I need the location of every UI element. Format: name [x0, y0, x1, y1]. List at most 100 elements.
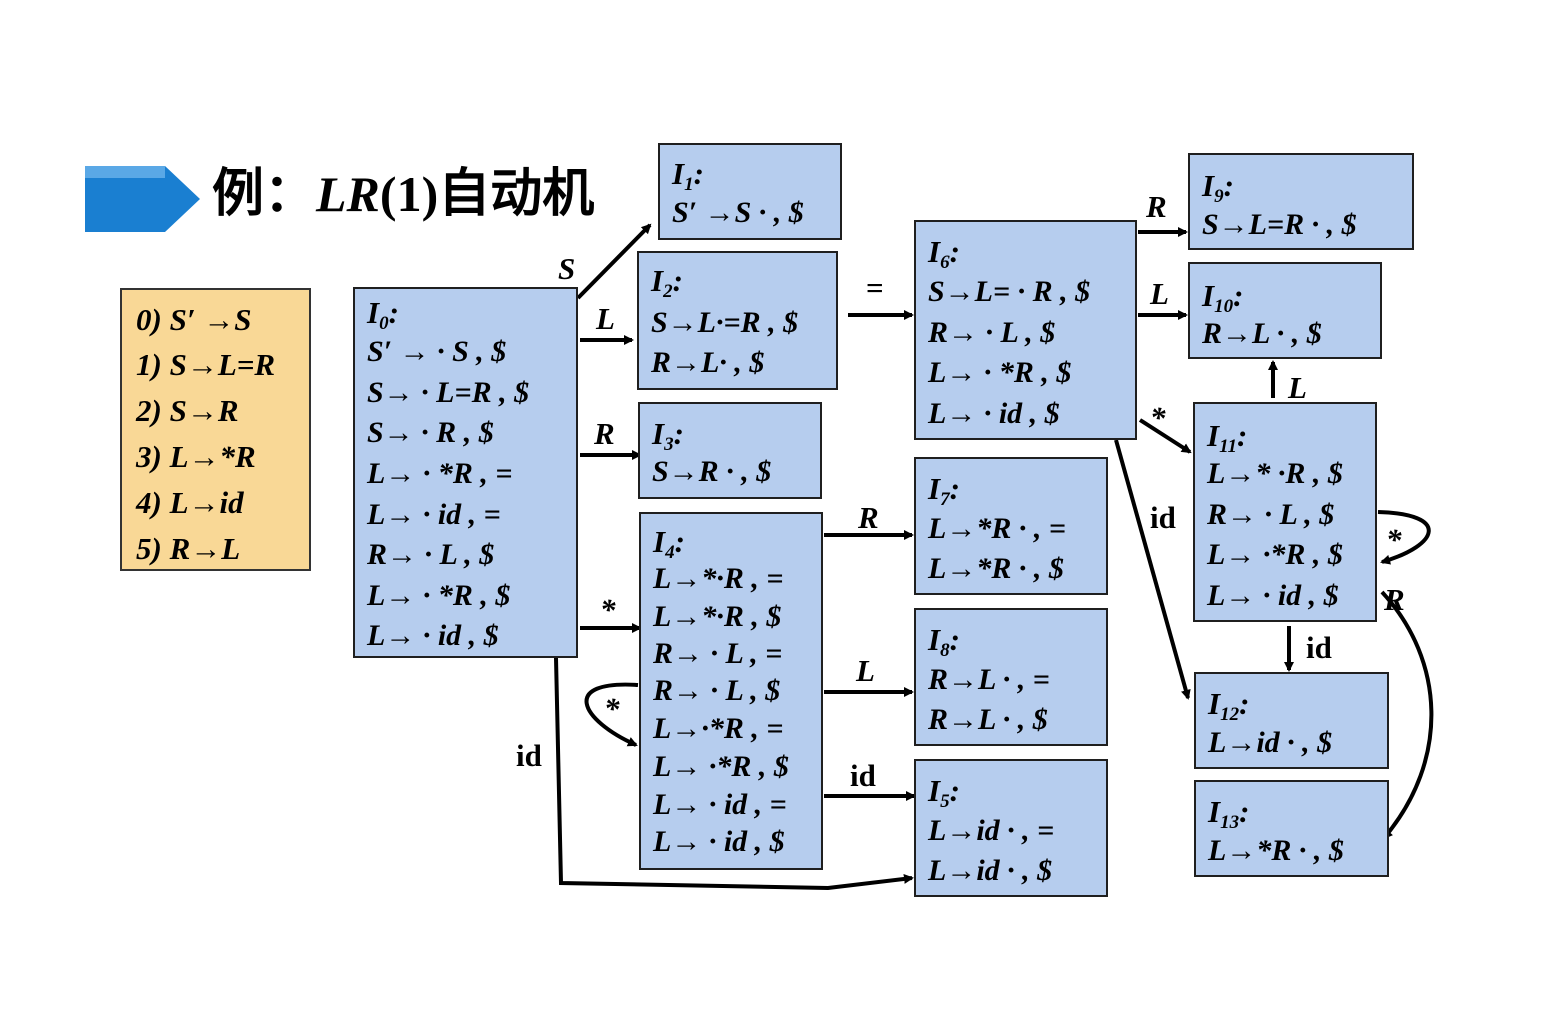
state-title: I4: [653, 524, 685, 563]
state-title: I10: [1202, 278, 1244, 317]
grammar-rule: 3) L→*R [136, 439, 256, 474]
state-title: I2: [651, 263, 683, 302]
edge-label: id [516, 738, 542, 773]
state-title: I3: [652, 416, 684, 455]
edge-label: L [856, 653, 875, 688]
lr-item: R→L · , $ [928, 703, 1048, 736]
state-title: I7: [928, 471, 960, 510]
lr-item: S→L= · R , $ [928, 275, 1091, 308]
grammar-rule: 4) L→id [136, 485, 244, 520]
lr-item: R→ · L , $ [928, 316, 1056, 349]
grammar-rule: 0) S′ →S [136, 302, 252, 337]
lr-item: L→ · id , $ [367, 619, 499, 652]
edge-i4-i4 [584, 682, 639, 747]
state-i12: I12: L→id · , $ [1194, 672, 1389, 769]
state-i6: I6: S→L= · R , $ R→ · L , $ L→ · *R , $ … [914, 220, 1137, 440]
edge-label: = [866, 270, 884, 305]
lr-item: L→id · , $ [1208, 726, 1333, 759]
lr-item: S→L=R · , $ [1202, 208, 1357, 241]
lr-item: L→ ·*R , $ [1207, 538, 1343, 571]
lr-item: L→ ·*R , $ [653, 750, 789, 783]
lr-item: R→ · L , $ [367, 538, 495, 571]
lr-item: L→*R · , $ [1208, 834, 1344, 867]
state-i13: I13: L→*R · , $ [1194, 780, 1389, 877]
edge-label: id [850, 758, 876, 793]
lr-item: L→*·R , $ [653, 600, 782, 633]
lr-item: L→ · id , = [367, 498, 501, 531]
lr-item: L→*·R , = [653, 562, 784, 595]
edge-label: id [1306, 630, 1332, 665]
lr-item: S→L·=R , $ [651, 306, 799, 339]
edge-i6-i11 [1138, 418, 1192, 454]
lr-item: L→ · id , $ [1207, 579, 1339, 612]
grammar-rule: 5) R→L [136, 531, 241, 566]
edge-label: * [1150, 400, 1166, 435]
state-i8: I8: R→L · , = R→L · , $ [914, 608, 1108, 746]
edge-i0-i5 [554, 657, 914, 891]
state-title: I8: [928, 622, 960, 661]
grammar-rule: 1) S→L=R [136, 347, 276, 382]
lr-item: L→ · *R , $ [367, 579, 511, 612]
edge-label: * [1386, 522, 1402, 557]
edge-i6-i12 [1114, 439, 1191, 700]
lr-item: L→ · *R , $ [928, 356, 1072, 389]
lr-item: L→*R · , $ [928, 552, 1064, 585]
lr-item: R→L · , $ [1202, 317, 1322, 350]
lr-item: L→ · id , = [653, 788, 787, 821]
edge-label: S [558, 251, 576, 286]
state-i1: I1: S′ →S · , $ [658, 143, 842, 240]
state-title: I12: [1208, 686, 1250, 725]
lr-item: L→*R · , = [928, 512, 1066, 545]
state-i7: I7: L→*R · , = L→*R · , $ [914, 457, 1108, 595]
lr-item: L→id · , $ [928, 854, 1053, 887]
state-i5: I5: L→id · , = L→id · , $ [914, 759, 1108, 897]
title-arrow-icon [85, 166, 200, 232]
lr-item: S′ →S · , $ [672, 196, 804, 229]
edge-label: L [1288, 370, 1307, 405]
lr-item: L→id · , = [928, 814, 1055, 847]
edge-label: * [600, 592, 616, 627]
lr-item: L→ · *R , = [367, 457, 513, 490]
state-title: I9: [1202, 168, 1234, 207]
lr-item: L→·*R , = [653, 712, 784, 745]
lr-item: R→ · L , $ [1207, 498, 1335, 531]
state-title: I11: [1207, 418, 1248, 457]
edge-i11-i13 [1380, 590, 1434, 840]
grammar-box: 0) S′ →S 1) S→L=R 2) S→R 3) L→*R 4) L→id… [120, 288, 311, 571]
lr-item: R→L · , = [928, 663, 1050, 696]
state-i10: I10: R→L · , $ [1188, 262, 1382, 359]
edge-label: L [1150, 276, 1169, 311]
state-title: I13: [1208, 794, 1250, 833]
state-i9: I9: S→L=R · , $ [1188, 153, 1414, 250]
state-title: I6: [928, 234, 960, 273]
edge-label: R [858, 500, 879, 535]
state-i2: I2: S→L·=R , $ R→L· , $ [637, 251, 838, 390]
grammar-rule: 2) S→R [136, 393, 239, 428]
edge-label: R [1384, 582, 1405, 617]
lr-item: S→ · L=R , $ [367, 376, 530, 409]
edge-label: R [1146, 189, 1167, 224]
edge-label: id [1150, 500, 1176, 535]
lr-item: L→ · id , $ [928, 397, 1060, 430]
lr-item: L→* ·R , $ [1207, 457, 1343, 490]
edge-label: R [594, 416, 615, 451]
edge-i0-i1 [576, 223, 652, 300]
state-i3: I3: S→R · , $ [638, 402, 822, 499]
edge-i11-i11 [1377, 510, 1431, 565]
state-i0: I0: S′ → · S , $ S→ · L=R , $ S→ · R , $… [353, 287, 578, 658]
lr-item: R→ · L , $ [653, 674, 781, 707]
edge-label: L [596, 301, 615, 336]
lr-item: L→ · id , $ [653, 825, 785, 858]
edge-label: * [604, 691, 620, 726]
lr-item: R→ · L , = [653, 637, 783, 670]
state-title: I0: [367, 295, 399, 334]
state-i11: I11: L→* ·R , $ R→ · L , $ L→ ·*R , $ L→… [1193, 402, 1377, 622]
lr-item: S→R · , $ [652, 455, 772, 488]
lr-item: R→L· , $ [651, 346, 765, 379]
lr-item: S→ · R , $ [367, 416, 494, 449]
state-title: I5: [928, 773, 960, 812]
state-i4: I4: L→*·R , = L→*·R , $ R→ · L , = R→ · … [639, 512, 823, 870]
state-title: I1: [672, 156, 704, 195]
page-title: 例：LR(1)自动机 [212, 164, 595, 224]
